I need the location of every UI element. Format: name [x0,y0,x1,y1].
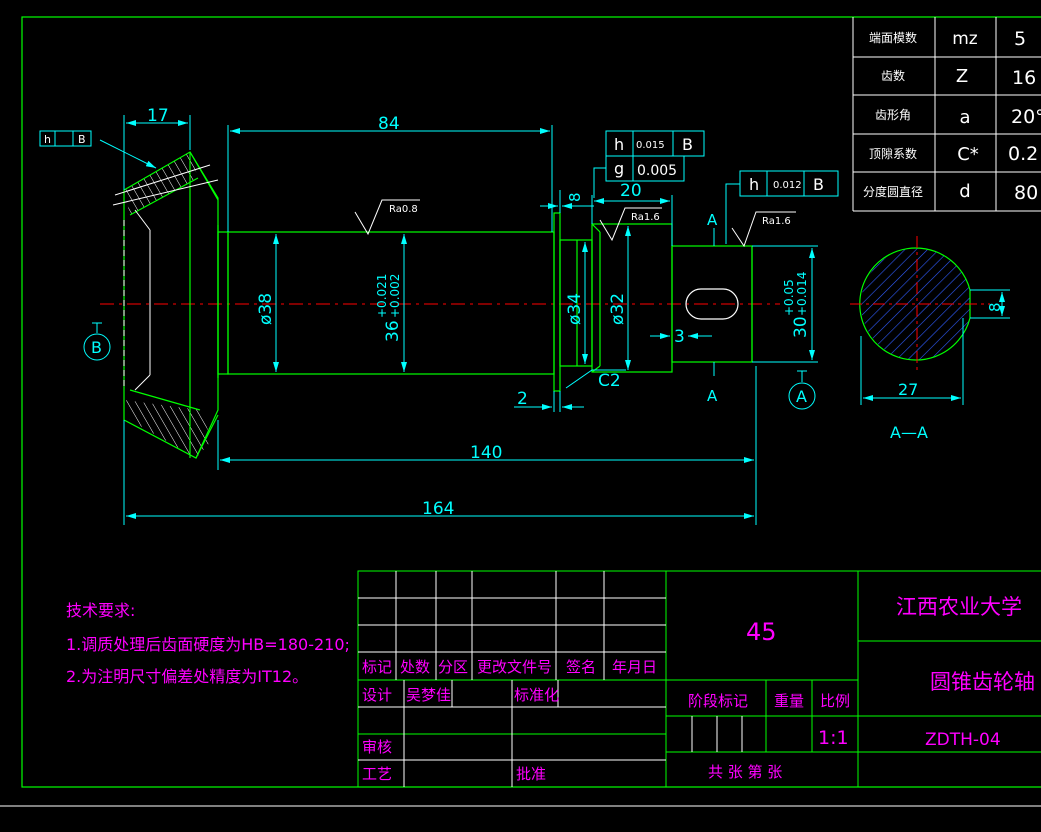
dim-c2: C2 [598,371,621,391]
tb-sheets: 共 张 第 张 [708,763,782,781]
param-symbol: mz [952,29,978,49]
dim-84: 84 [378,114,400,134]
tb-stage: 阶段标记 [688,692,748,710]
tb-partname: 圆锥齿轮轴 [930,670,1035,694]
tb-design: 设计 [362,686,392,704]
svg-text:g: g [614,159,624,178]
tb-ratio: 比例 [820,692,850,710]
svg-text:27: 27 [898,380,918,399]
section-cut-marks: A A [707,211,718,405]
svg-text:A: A [707,211,718,229]
notes-line1: 1.调质处理后齿面硬度为HB=180-210; [66,635,350,654]
tb-h-zone: 分区 [438,658,468,676]
param-name: 齿形角 [875,108,911,122]
svg-text:0.005: 0.005 [637,163,677,179]
tb-h-count: 处数 [400,658,430,676]
dim-3: 3 [674,327,685,347]
roughness-symbols [354,199,796,248]
param-value: 5 [1014,28,1026,50]
tb-school: 江西农业大学 [896,595,1022,619]
shaft-outline [217,212,753,392]
dim-8-top: 8 [566,192,584,202]
param-value: 80 [1014,182,1038,204]
tolerance-frame-small: h B [39,130,157,169]
technical-notes: 技术要求: 1.调质处理后齿面硬度为HB=180-210; 2.为注明尺寸偏差处… [66,601,350,686]
tolerance-frame-2: g 0.005 [593,155,685,198]
svg-text:B: B [682,135,693,154]
tb-process: 工艺 [362,765,392,783]
dimension-texts: 17 84 20 140 164 2 3 C2 8 ø38 36 +0.021 … [147,106,811,519]
param-name: 分度圆直径 [863,184,923,199]
tb-h-mark: 标记 [362,658,392,676]
tb-h-sign: 签名 [566,658,596,676]
title-block-texts: 45 江西农业大学 圆锥齿轮轴 ZDTH-04 1:1 标记 处数 分区 更改文… [362,595,1035,783]
dim-dia32: ø32 [608,293,628,325]
svg-text:0.012: 0.012 [773,180,802,191]
keyway-slot [685,288,739,320]
svg-text:A: A [796,387,807,406]
bevel-gear [112,151,219,459]
dim-36: 36 [383,320,403,342]
svg-text:B: B [813,175,824,194]
tb-review: 审核 [362,738,392,756]
tb-h-date: 年月日 [612,658,657,676]
tb-material: 45 [746,618,777,646]
dim-dia38: ø38 [256,293,276,325]
tolerance-frame-1: h 0.015 B [605,130,705,157]
roughness-ra16-a: Ra1.6 [631,212,660,223]
dim-140: 140 [470,443,502,463]
dim-2: 2 [517,389,528,409]
param-name: 顶隙系数 [869,146,917,161]
param-symbol: d [959,181,970,202]
param-value: 0.2 [1008,143,1038,165]
datum-b-marker: B [83,322,111,361]
datum-a-marker: A [788,370,816,410]
tb-scale: 1:1 [818,727,849,749]
dim-30-tol-lo: +0.014 [795,272,809,316]
svg-text:h: h [614,135,624,154]
param-symbol: Z [956,66,968,87]
tb-h-doc: 更改文件号 [477,658,552,676]
svg-text:B: B [78,133,86,146]
dim-dia34: ø34 [565,293,585,325]
tb-approve: 批准 [516,765,546,783]
svg-text:B: B [91,338,102,357]
svg-text:h: h [749,175,759,194]
svg-text:h: h [44,133,51,146]
svg-text:8: 8 [986,302,1004,312]
dimension-lines [123,115,818,525]
param-symbol: C* [957,144,979,165]
dim-30: 30 [791,316,811,338]
section-title: A—A [890,423,928,442]
parameter-table: 端面模数 mz 5 齿数 Z 16 齿形角 a 20° 顶隙系数 C* 0.2 … [852,17,1041,212]
param-name: 端面模数 [869,30,917,45]
notes-line2: 2.为注明尺寸偏差处精度为IT12。 [66,667,308,686]
roughness-ra08: Ra0.8 [389,204,418,215]
dim-17: 17 [147,106,169,126]
title-block [357,570,1041,788]
param-value: 20° [1011,106,1041,128]
dim-20: 20 [620,181,642,201]
tb-weight: 重量 [774,692,804,710]
dim-164: 164 [422,499,454,519]
notes-title: 技术要求: [66,601,135,620]
dim-36-tol-lo: +0.002 [388,274,402,318]
svg-text:0.015: 0.015 [636,140,665,151]
tolerance-frame-3: h 0.012 B [725,170,839,244]
param-symbol: a [959,107,970,128]
tb-standard: 标准化 [514,686,559,704]
dim-30-tol-hi: +0.05 [782,279,796,316]
tb-designer: 吴梦佳 [406,686,451,704]
param-value: 16 [1012,67,1036,89]
param-name: 齿数 [881,68,905,83]
svg-text:A: A [707,387,718,405]
tb-code: ZDTH-04 [925,730,1001,750]
section-view-a-a: 27 8 A—A [850,236,1010,442]
roughness-ra16-b: Ra1.6 [762,216,791,227]
dim-36-tol-hi: +0.021 [375,274,389,318]
